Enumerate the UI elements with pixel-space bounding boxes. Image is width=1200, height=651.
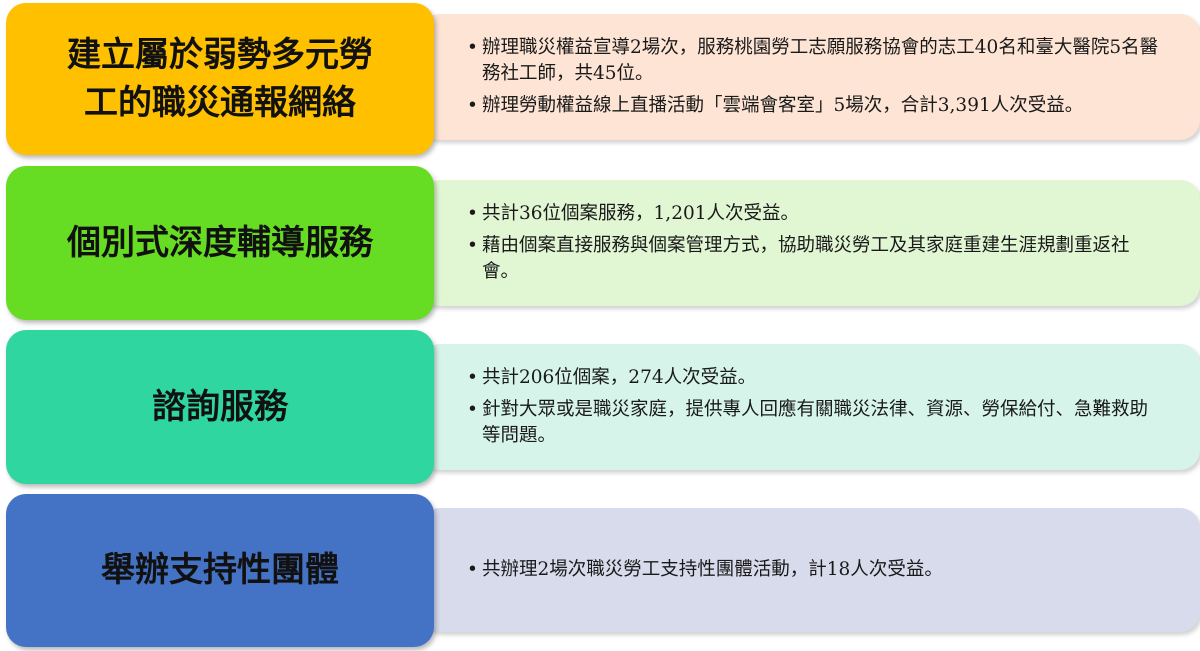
bullet-item: •針對大眾或是職災家庭，提供專人回應有關職災法律、資源、勞保給付、急難救助等問題… bbox=[467, 399, 1149, 446]
service-row-2: •共計36位個案服務，1,201人次受益。 •藉由個案直接服務與個案管理方式，協… bbox=[0, 162, 1200, 324]
bullet-item: •共計36位個案服務，1,201人次受益。 bbox=[467, 203, 800, 224]
bullet-text: 共計206位個案，274人次受益。 bbox=[482, 367, 757, 388]
category-label-3: 諮詢服務 bbox=[6, 330, 434, 484]
bullet-item: •共辦理2場次職災勞工支持性團體活動，計18人次受益。 bbox=[467, 559, 943, 580]
category-title: 諮詢服務 bbox=[152, 386, 288, 427]
category-title: 個別式深度輔導服務 bbox=[67, 222, 373, 263]
bullet-item: •共計206位個案，274人次受益。 bbox=[467, 367, 757, 388]
category-label-4: 舉辦支持性團體 bbox=[6, 494, 434, 647]
category-label-1: 建立屬於弱勢多元勞 工的職災通報網絡 bbox=[6, 3, 434, 155]
bullet-item: •藉由個案直接服務與個案管理方式，協助職災勞工及其家庭重建生涯規劃重返社會。 bbox=[467, 235, 1130, 282]
service-row-1: •辦理職災權益宣導2場次，服務桃園勞工志願服務協會的志工40名和臺大醫院5名醫務… bbox=[0, 0, 1200, 160]
bullet-item: •辦理勞動權益線上直播活動「雲端會客室」5場次，合計3,391人次受益。 bbox=[467, 95, 1084, 116]
bullet-text: 針對大眾或是職災家庭，提供專人回應有關職災法律、資源、勞保給付、急難救助等問題。 bbox=[482, 399, 1149, 446]
detail-box-2: •共計36位個案服務，1,201人次受益。 •藉由個案直接服務與個案管理方式，協… bbox=[420, 180, 1200, 306]
bullet-text: 共計36位個案服務，1,201人次受益。 bbox=[482, 203, 800, 224]
category-title: 建立屬於弱勢多元勞 工的職災通報網絡 bbox=[67, 34, 373, 123]
service-row-3: •共計206位個案，274人次受益。 •針對大眾或是職災家庭，提供專人回應有關職… bbox=[0, 326, 1200, 488]
bullet-text: 共辦理2場次職災勞工支持性團體活動，計18人次受益。 bbox=[482, 559, 943, 580]
detail-box-1: •辦理職災權益宣導2場次，服務桃園勞工志願服務協會的志工40名和臺大醫院5名醫務… bbox=[420, 14, 1200, 140]
detail-box-4: •共辦理2場次職災勞工支持性團體活動，計18人次受益。 bbox=[420, 508, 1200, 632]
service-row-4: •共辦理2場次職災勞工支持性團體活動，計18人次受益。 舉辦支持性團體 bbox=[0, 490, 1200, 651]
bullet-text: 辦理職災權益宣導2場次，服務桃園勞工志願服務協會的志工40名和臺大醫院5名醫務社… bbox=[482, 37, 1159, 84]
category-label-2: 個別式深度輔導服務 bbox=[6, 166, 434, 320]
category-title: 舉辦支持性團體 bbox=[101, 550, 339, 591]
bullet-item: •辦理職災權益宣導2場次，服務桃園勞工志願服務協會的志工40名和臺大醫院5名醫務… bbox=[467, 37, 1159, 84]
bullet-text: 辦理勞動權益線上直播活動「雲端會客室」5場次，合計3,391人次受益。 bbox=[482, 95, 1084, 116]
bullet-text: 藉由個案直接服務與個案管理方式，協助職災勞工及其家庭重建生涯規劃重返社會。 bbox=[482, 235, 1130, 282]
detail-box-3: •共計206位個案，274人次受益。 •針對大眾或是職災家庭，提供專人回應有關職… bbox=[420, 344, 1200, 470]
